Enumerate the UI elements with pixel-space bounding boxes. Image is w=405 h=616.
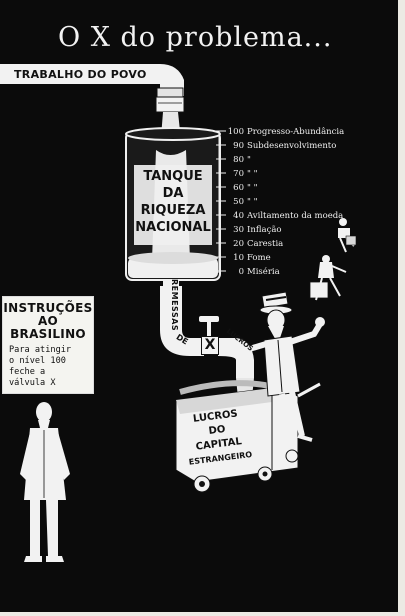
small-figure-upper [338,218,357,253]
level-gauge [216,130,226,273]
scale-row: 50" " [226,197,258,208]
tank-label: TANQUE DA RIQUEZA NACIONAL [134,168,212,236]
page-title: O X do problema... [58,22,333,53]
scale-num: 30 [233,225,244,235]
scale-label: Aviltamento da moeda [247,211,344,221]
scale-label: Carestia [247,239,284,249]
instructions-heading-line: AO [37,314,59,328]
profits-cart [175,380,321,493]
cart-label: LUCROS DO CAPITAL ESTRANGEIRO [183,406,253,469]
scale-num: 10 [233,253,244,263]
scale-num: 50 [233,197,244,207]
tank-label-line: RIQUEZA [140,203,206,218]
scale-num: 0 [238,267,244,277]
scale-label: " " [247,183,258,193]
scale-label: Fome [247,253,271,263]
small-figure-lower [309,255,347,301]
scale-row: 70" " [226,169,258,180]
uncle-sam-figure [232,291,325,446]
tank-label-line: TANQUE [143,169,203,184]
scale-num: 100 [227,127,244,137]
remessas-label: REMESSAS [170,279,179,332]
valve-x: X [201,336,219,355]
scale-num: 40 [233,211,244,221]
instructions-line: o nível 100 [9,356,66,366]
scale-label: " " [247,169,258,179]
instructions-line: Para atingir [9,345,72,355]
instructions-line: feche a [9,367,46,377]
scale-num: 90 [233,141,244,151]
scale-label: Miséria [247,267,280,277]
pipe-label: TRABALHO DO POVO [14,68,147,81]
tank-label-line: DA [162,186,184,201]
scale-row: 80" [226,155,251,166]
scale-num: 80 [233,155,244,165]
scale-label: Inflação [247,225,282,235]
scale-label: Subdesenvolvimento [247,141,337,151]
tank-label-line: NACIONAL [135,220,211,235]
wealth-tank [125,127,221,289]
instructions-body: Para atingir o nível 100 feche a válvula… [9,345,93,389]
scale-row: 60" " [226,183,258,194]
scale-num: 70 [233,169,244,179]
instructions-heading-line: BRASILINO [10,327,86,341]
scale-label: " [247,155,251,165]
instructions-line: válvula X [9,378,56,388]
scale-label: " " [247,197,258,207]
instructions-sign: INSTRUÇÕES AO BRASILINO Para atingir o n… [2,296,94,394]
scale-num: 20 [233,239,244,249]
instructions-heading-line: INSTRUÇÕES [3,301,93,315]
scale-num: 60 [233,183,244,193]
instructions-heading: INSTRUÇÕES AO BRASILINO [3,302,93,341]
scale-label: Progresso-Abundância [247,127,345,137]
brasilino-figure [20,402,70,562]
